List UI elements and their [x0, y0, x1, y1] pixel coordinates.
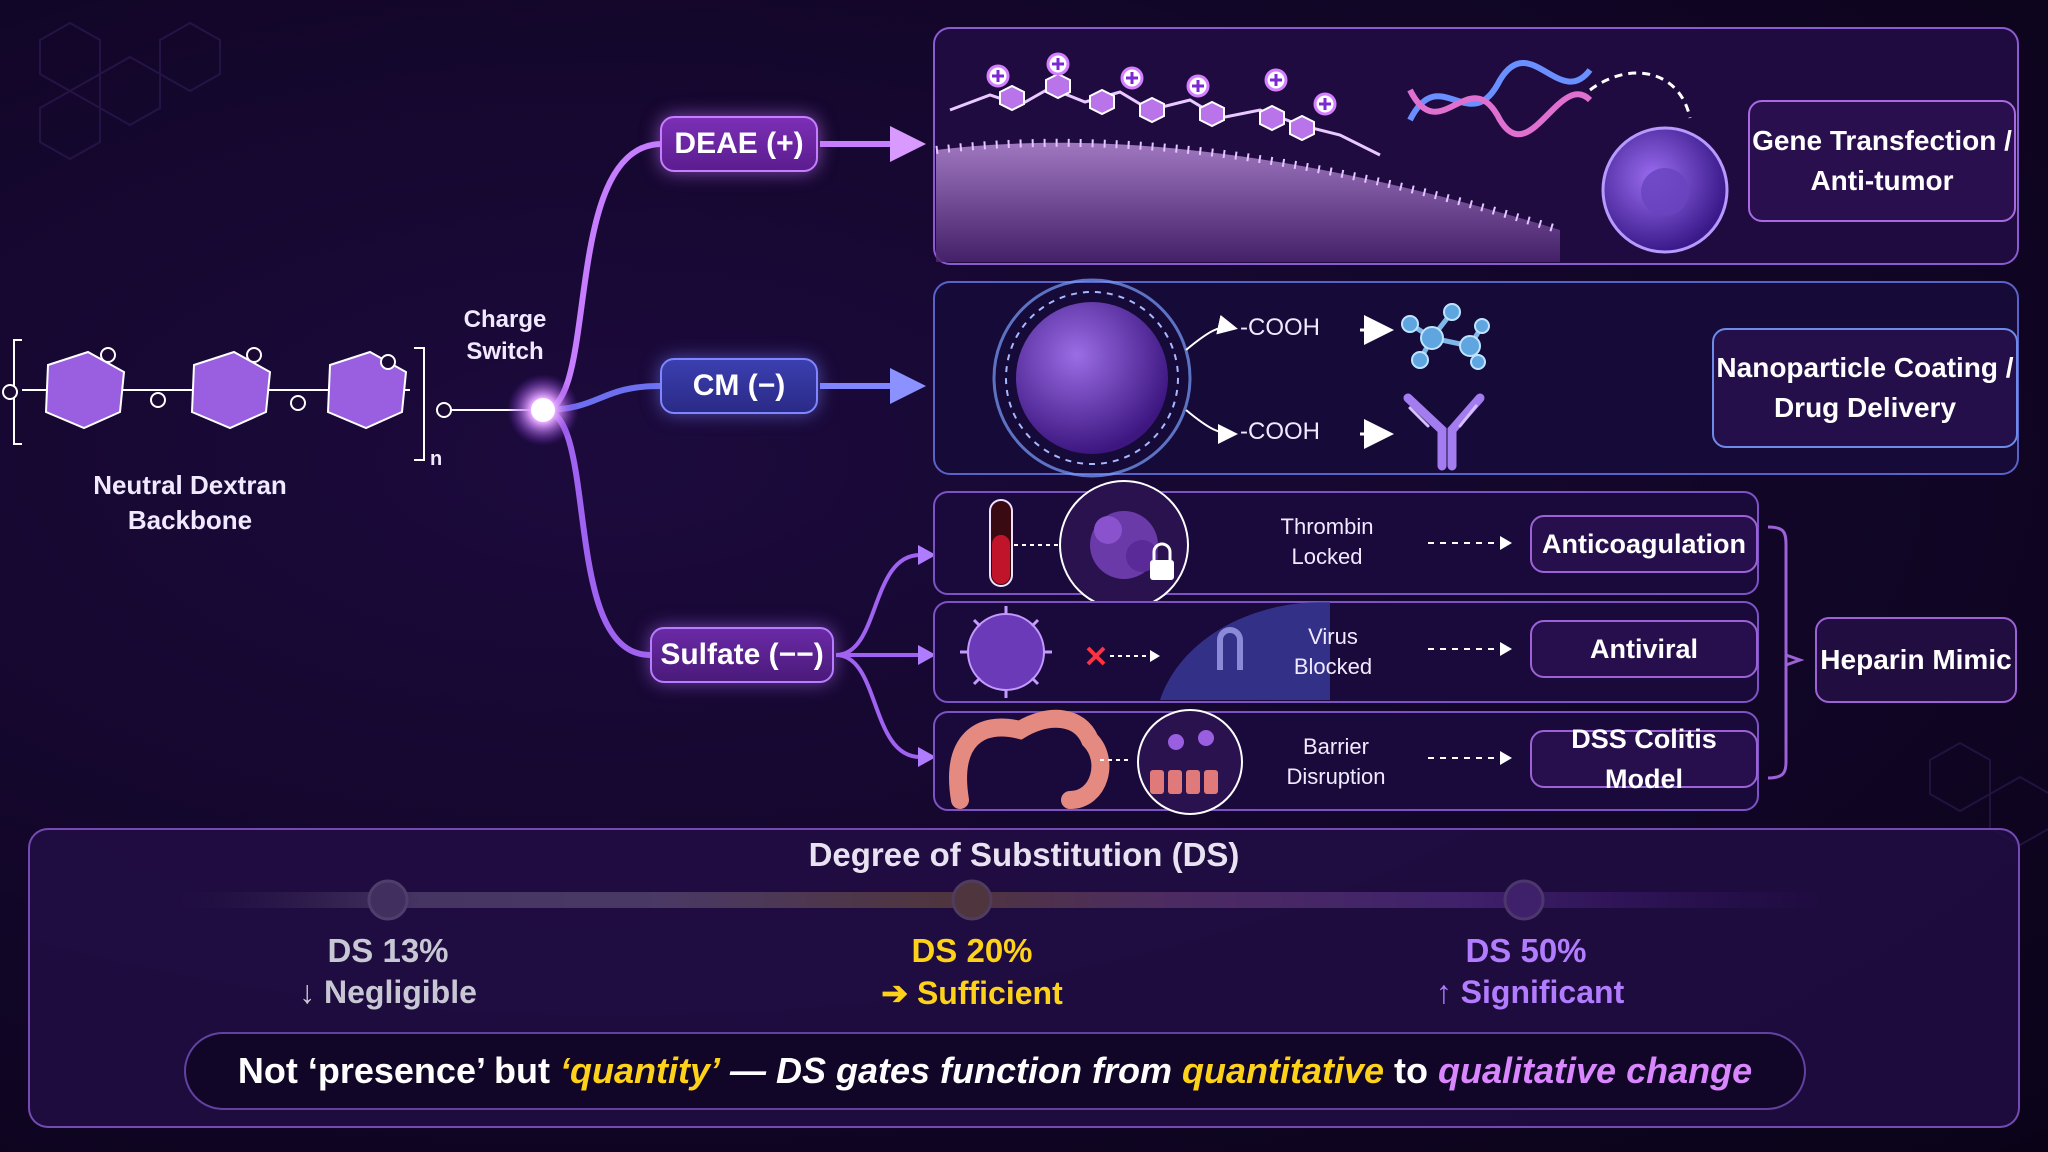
heparin-mimic-outcome: Heparin Mimic — [1815, 617, 2017, 703]
arrow-down-icon: ↓ — [299, 974, 316, 1010]
backbone-label: Neutral Dextran Backbone — [93, 470, 287, 535]
virus-blocked-label: Virus Blocked — [1293, 624, 1373, 679]
ds-20-effect: ➔ Sufficient — [881, 975, 1063, 1011]
nanoparticle-outcome: Nanoparticle Coating /Drug Delivery — [1712, 328, 2018, 448]
cooh-label-top: -COOH — [1240, 314, 1320, 341]
gene-transfection-panel — [933, 27, 2019, 265]
deae-branch-label: DEAE (+) — [660, 116, 818, 172]
cooh-label-bottom: -COOH — [1240, 418, 1320, 445]
ds-50-value: DS 50% — [1465, 932, 1587, 969]
charge-switch-label: Charge Switch — [463, 306, 547, 365]
gene-transfection-outcome: Gene Transfection /Anti-tumor — [1748, 100, 2016, 222]
dextran-backbone — [2, 339, 540, 461]
antiviral-outcome: Antiviral — [1530, 620, 1758, 678]
branch-arrowheads — [890, 126, 936, 767]
thrombin-locked-label: Thrombin Locked — [1280, 514, 1374, 569]
ds-13-value: DS 13% — [327, 932, 449, 969]
arrow-right-icon: ➔ — [881, 975, 909, 1011]
barrier-disruption-label: Barrier Disruption — [1286, 734, 1386, 789]
anticoagulation-outcome: Anticoagulation — [1530, 515, 1758, 573]
ds-50-effect: ↑ Significant — [1435, 974, 1625, 1010]
sulfate-branch-label: Sulfate (−−) — [650, 627, 834, 683]
heparin-bracket — [1767, 525, 1805, 780]
arrow-up-icon: ↑ — [1435, 974, 1452, 1010]
ds-13-effect: ↓ Negligible — [299, 974, 477, 1010]
dss-colitis-outcome: DSS Colitis Model — [1530, 724, 1758, 794]
ds-20-value: DS 20% — [911, 932, 1033, 969]
ds-takeaway-note: Not ‘presence’ but ‘quantity’ — DS gates… — [184, 1032, 1806, 1110]
backbone-subscript: n — [430, 448, 443, 470]
ds-title: Degree of Substitution (DS) — [808, 836, 1240, 873]
cm-branch-label: CM (−) — [660, 358, 818, 414]
